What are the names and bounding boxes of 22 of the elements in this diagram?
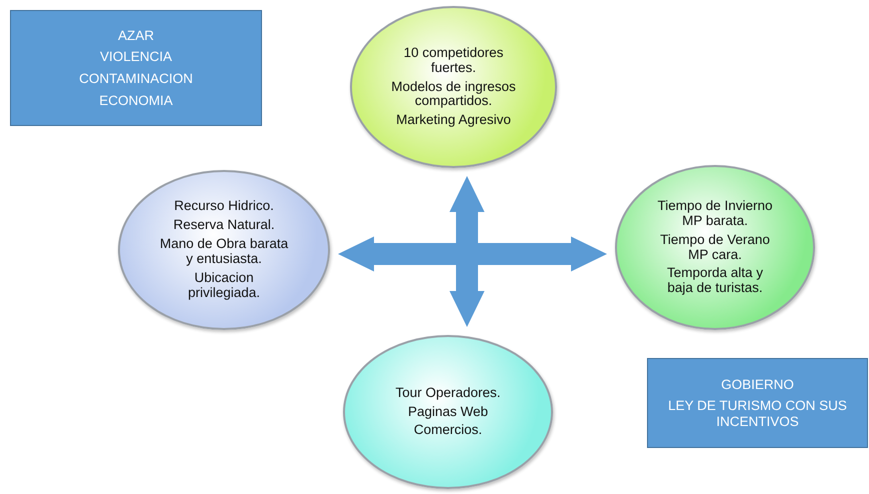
node-text: CONTAMINACION <box>79 71 193 87</box>
node-text: Tiempo de Invierno MP barata. <box>656 198 774 229</box>
node-text: AZAR <box>118 28 154 44</box>
node-text: Comercios. <box>414 423 482 438</box>
node-text: Mano de Obra barata y entusiasta. <box>158 237 290 267</box>
node-text: VIOLENCIA <box>100 49 172 65</box>
node-text: Modelos de ingresos compartidos. <box>390 80 517 110</box>
text-box <box>10 10 262 126</box>
node-text: Temporda alta y baja de turistas. <box>666 266 764 296</box>
node-text: Marketing Agresivo <box>396 113 511 128</box>
node-text: 10 competidores fuertes. <box>402 46 504 76</box>
node-text: Tour Operadores. <box>395 386 501 401</box>
node-text: Tiempo de Verano MP cara. <box>659 232 771 262</box>
node-text: Ubicacion privilegiada. <box>186 270 262 301</box>
node-text: LEY DE TURISMO CON SUS INCENTIVOS <box>667 398 848 430</box>
node-text: ECONOMIA <box>99 92 173 108</box>
node-text: Paginas Web <box>408 404 488 420</box>
node-text: Reserva Natural. <box>173 218 275 234</box>
node-text: GOBIERNO <box>721 376 794 392</box>
text-box <box>647 358 868 448</box>
block-arrow <box>338 236 607 272</box>
node-text: Recurso Hidrico. <box>174 199 274 214</box>
